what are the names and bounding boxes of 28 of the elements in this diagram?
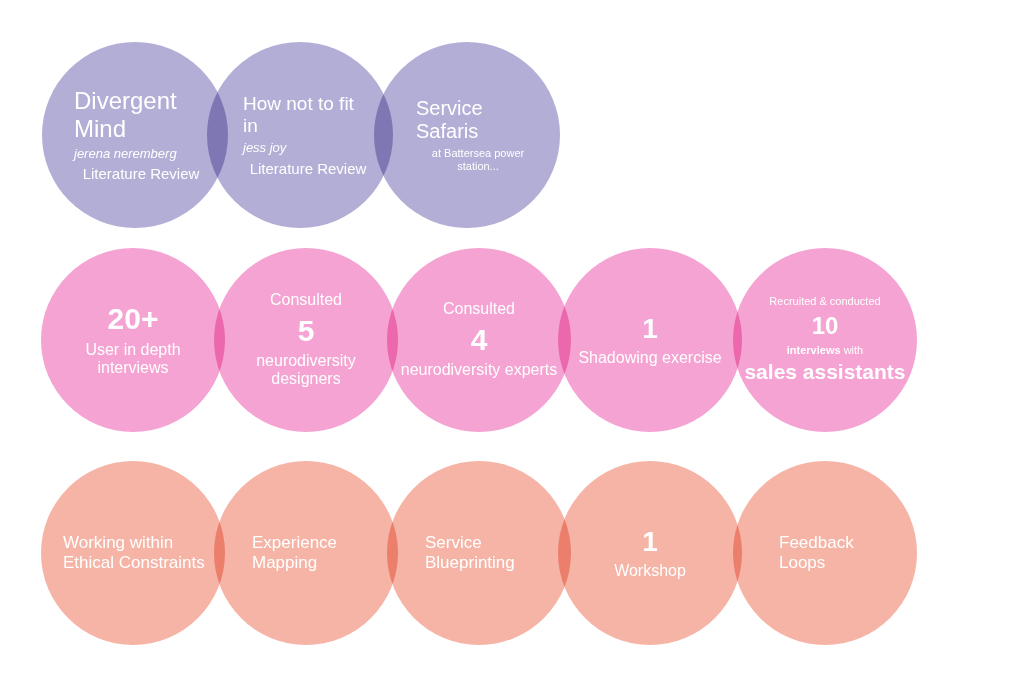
method-label: Workshop [614,561,686,581]
stat-number: 20+ [107,302,159,337]
stat-description: Shadowing exercise [578,348,722,368]
book-title: Divergent Mind [74,87,178,143]
stat-heading: Recruited & conducted [769,295,881,309]
stat-description: interviews with [786,343,864,357]
method-label: Feedback Loops [779,533,855,573]
stat-number: 4 [470,322,488,358]
method-label: Experience Mapping [252,533,339,573]
stat-number: 1 [642,525,658,558]
author-name: jess joy [243,140,287,156]
author-name: jerena neremberg [74,146,177,162]
method-label: Working within Ethical Constraints [63,533,205,573]
stat-number: 1 [642,312,658,345]
stat-heading: Consulted [269,291,342,310]
stat-description: neurodiversity experts [400,361,558,380]
stat-number: 10 [811,312,839,340]
method-label: Literature Review [249,159,367,177]
method-label: Literature Review [82,165,200,183]
stat-heading: Consulted [442,300,515,319]
location-list: at Battersea power station... [416,147,540,173]
stat-description: User in depth interviews [84,340,182,378]
method-label: Service Blueprinting [425,533,516,573]
stat-highlight: sales assistants [744,360,906,385]
book-title: How not to fit in [243,93,355,137]
stat-number: 5 [297,313,315,349]
stat-description: neurodiversity designers [255,352,357,389]
activity-title: Service Safaris [416,97,484,144]
